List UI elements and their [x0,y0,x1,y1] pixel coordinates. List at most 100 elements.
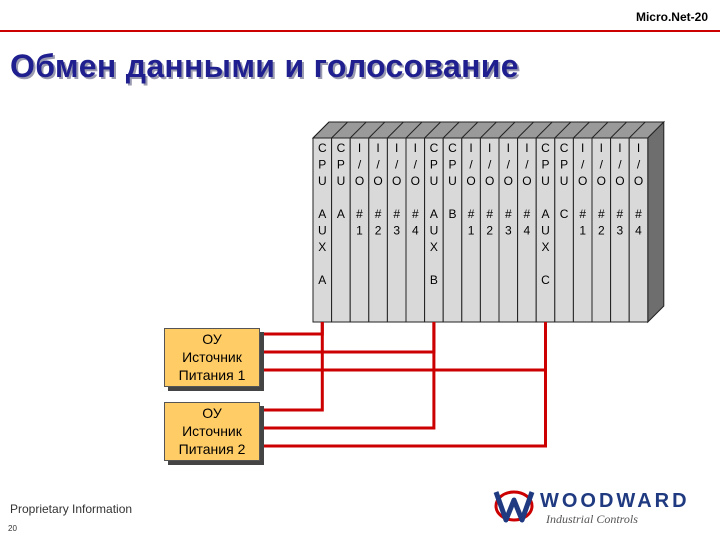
rack-card-top-edge-8 [442,121,460,139]
rack-card-2-char-3: U [337,174,346,188]
rack-card-4-char-2: / [376,158,380,172]
rack-card-8-char-1: C [448,141,457,155]
rack-card-top-edge-2 [331,121,348,139]
rack-side-face [647,120,665,324]
rack-card-top-edge-6 [405,121,423,139]
rack-card-2-char-1: C [337,141,346,155]
rack-card-9-char-3: O [466,174,475,188]
rack-card-top-edge-10 [480,121,497,139]
rack-card-13-char-7: X [541,240,549,254]
wire-supply-1-to-cpu-1 [262,322,324,336]
rack-card-13-char-3: U [541,174,550,188]
rack-card-3-char-3: O [355,174,364,188]
page-number: 20 [8,524,17,533]
rack-card-9-char-1: I [469,141,472,155]
rack-card-16-char-5: # [598,207,605,221]
rack-card-4-char-5: # [375,207,382,221]
wire-supply-2-to-cpu-3 [262,322,547,448]
rack-card-17-char-3: O [615,174,624,188]
footer-info: Proprietary Information [10,502,133,516]
rack-card-16-char-1: I [600,141,603,155]
rack-card-18-char-3: O [634,174,643,188]
rack-card-18 [628,137,649,323]
rack-card-15-char-6: 1 [579,224,586,238]
rack-card-7-char-9: B [430,273,438,287]
rack-card-1-char-1: C [318,141,327,155]
rack-card-16-char-6: 2 [598,224,605,238]
power-supply-1-line3: Питания 1 [178,367,246,383]
power-supply-2-box: ОУ Источник Питания 2 [164,402,260,461]
rack-card-7-char-2: P [430,158,438,172]
rack-card-top-edge-17 [610,121,627,139]
rack-card-top-edge-7 [424,121,441,139]
rack-card-3-char-5: # [356,207,363,221]
rack-card-15-char-3: O [578,174,587,188]
rack-card-8-char-5: B [448,207,456,221]
rack-card-17-char-1: I [618,141,621,155]
power-supply-2-line1: ОУ [202,405,222,421]
rack-card-7-char-3: U [430,174,439,188]
rack-card-13-char-5: A [541,207,549,221]
rack-card-15-char-5: # [579,207,586,221]
rack-card-8-char-3: U [448,174,457,188]
wire-supply-1-to-cpu-3 [262,322,547,372]
woodward-w-icon [493,490,535,523]
rack-card-10-char-5: # [486,207,493,221]
rack-card-top-edge-4 [368,121,386,139]
rack-card-top-edge-3 [349,121,367,139]
power-supply-1-line2: Источник [182,349,242,365]
power-supply-2-line3: Питания 2 [178,441,246,457]
woodward-logo: WOODWARD Industrial Controls [490,484,700,530]
rack-card-18-char-1: I [637,141,640,155]
rack-card-16-char-2: / [600,158,604,172]
rack-card-13-char-9: C [541,273,550,287]
rack-card-10-char-1: I [488,141,491,155]
rack-card-7-char-5: A [430,207,438,221]
rack-card-12-char-1: I [525,141,528,155]
rack-card-top-edge-11 [498,121,516,139]
power-supply-1-line1: ОУ [202,331,222,347]
rack-card-9-char-5: # [468,207,475,221]
rack-card-top-edge-9 [461,121,479,139]
rack-card-13-char-1: C [541,141,550,155]
rack-card-top-edge-5 [387,121,404,139]
rack-card-5-char-5: # [393,207,400,221]
rack-card-5-char-6: 3 [393,224,400,238]
rack-card-5-char-3: O [392,174,401,188]
rack-card-13-char-6: U [541,224,550,238]
rack-card-7-char-1: C [430,141,439,155]
rack-card-11-char-1: I [507,141,510,155]
rack-card-top-edge-15 [573,121,590,139]
rack-card-5-char-2: / [395,158,399,172]
rack-card-top-edge-18 [628,121,646,139]
rack-card-14-char-2: P [560,158,568,172]
rack-card-top-edge-14 [554,121,572,139]
power-supply-2-line2: Источник [182,423,242,439]
rack-card-12-char-3: O [522,174,531,188]
rack-card-14-char-3: U [560,174,569,188]
rack-card-10-char-2: / [488,158,492,172]
rack-card-3-char-6: 1 [356,224,363,238]
rack-card-3-char-2: / [358,158,362,172]
power-supply-1-box: ОУ Источник Питания 1 [164,328,260,387]
rack-card-13-char-2: P [541,158,549,172]
rack-card-10-char-6: 2 [486,224,493,238]
rack-card-12-char-5: # [524,207,531,221]
rack-card-10-char-3: O [485,174,494,188]
rack-card-8-char-2: P [448,158,456,172]
logo-name: WOODWARD [540,490,690,512]
rack-card-6-char-3: O [411,174,420,188]
rack-card-1-char-2: P [318,158,326,172]
rack-card-top-edge-13 [535,121,553,139]
rack-card-12-char-6: 4 [524,224,531,238]
rack-card-11-char-2: / [507,158,511,172]
rack-card-6-char-2: / [414,158,418,172]
rack-card-11-char-6: 3 [505,224,512,238]
wire-supply-2-to-cpu-2 [262,322,436,430]
header-tag: Micro.Net-20 [635,10,708,24]
rack-card-top-edge-12 [517,121,534,139]
rack-card-17-char-5: # [617,207,624,221]
rack-card-top-edge-16 [591,121,609,139]
rack-card-1-char-9: A [318,273,326,287]
